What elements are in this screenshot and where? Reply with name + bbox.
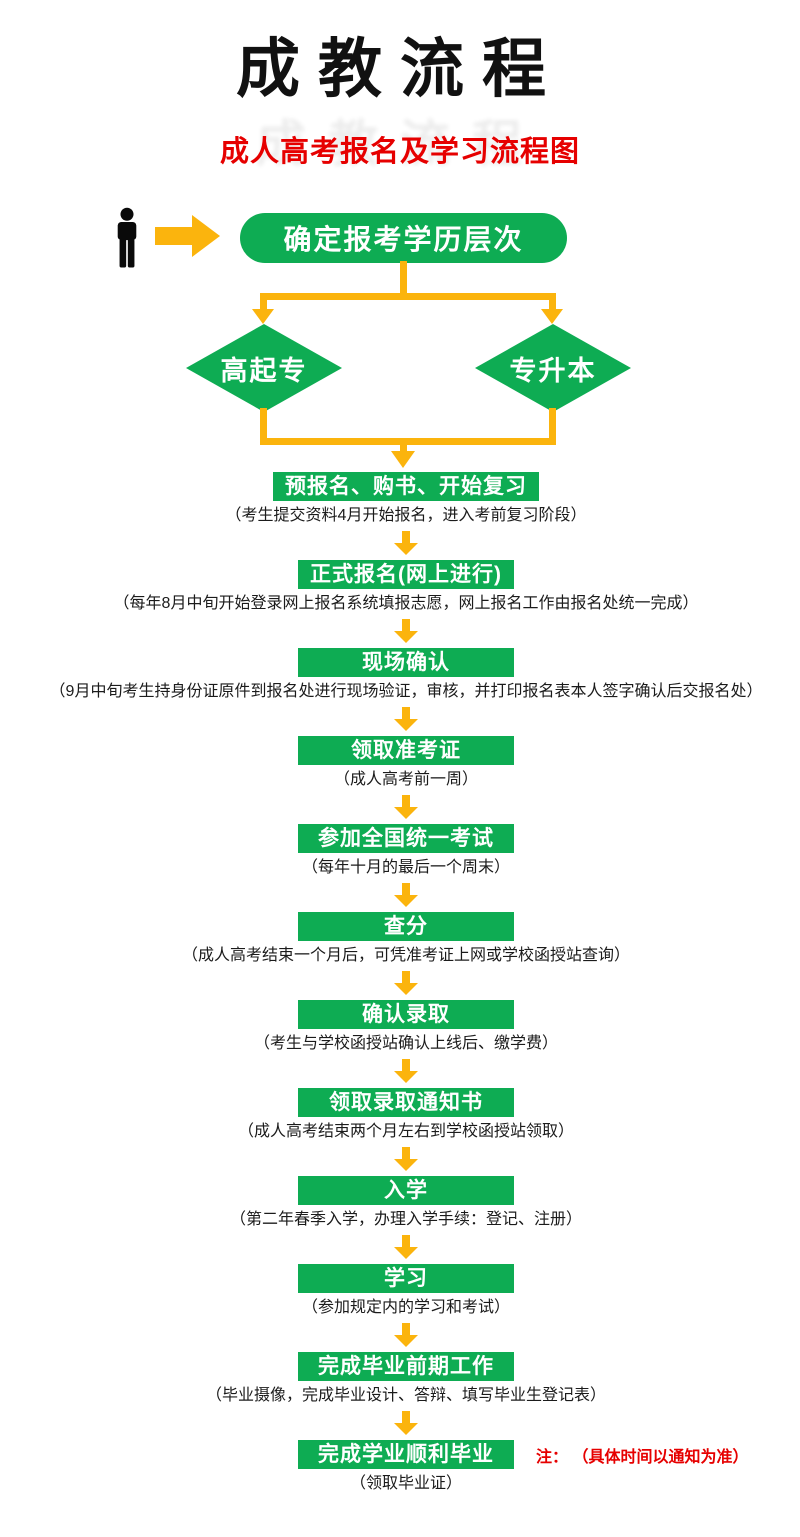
down-arrow-icon bbox=[252, 309, 274, 324]
step-box: 正式报名(网上进行) bbox=[298, 560, 514, 589]
step-caption: （考生提交资料4月开始报名，进入考前复习阶段） bbox=[225, 507, 587, 524]
step-box: 查分 bbox=[297, 912, 514, 941]
flow-step: 正式报名(网上进行) （每年8月中旬开始登录网上报名系统填报志愿，网上报名工作由报… bbox=[113, 560, 699, 648]
step-row: 查分 bbox=[297, 912, 514, 941]
flow-step: 现场确认 （9月中旬考生持身份证原件到报名处进行现场验证，审核，并打印报名表本人签… bbox=[49, 648, 763, 736]
down-arrow-icon bbox=[393, 707, 419, 731]
step-box: 领取准考证 bbox=[298, 736, 514, 765]
step-row: 确认录取 bbox=[297, 1000, 514, 1029]
connector-line bbox=[260, 293, 556, 300]
step-box: 学习 bbox=[298, 1264, 514, 1293]
flow-step: 确认录取 （考生与学校函授站确认上线后、缴学费） bbox=[254, 1000, 558, 1088]
connector-line bbox=[549, 293, 556, 310]
down-arrow-icon bbox=[391, 451, 415, 468]
step-box: 完成学业顺利毕业 bbox=[298, 1440, 514, 1469]
down-arrow-icon bbox=[393, 1147, 419, 1171]
connector-line bbox=[260, 408, 267, 442]
step-caption: （每年十月的最后一个周末） bbox=[301, 859, 510, 876]
step-caption: （9月中旬考生持身份证原件到报名处进行现场验证，审核，并打印报名表本人签字确认后… bbox=[49, 683, 763, 700]
page-subtitle: 成人高考报名及学习流程图 bbox=[219, 136, 580, 168]
step-caption: （毕业摄像，完成毕业设计、答辩、填写毕业生登记表） bbox=[205, 1387, 606, 1404]
step-row: 正式报名(网上进行) bbox=[298, 560, 514, 589]
down-arrow-icon bbox=[393, 971, 419, 995]
branch-diamond-right: 专升本 bbox=[475, 324, 631, 412]
page-title: 成教流程 bbox=[236, 32, 564, 107]
step-row: 参加全国统一考试 bbox=[298, 824, 514, 853]
down-arrow-icon bbox=[393, 795, 419, 819]
person-icon bbox=[112, 207, 142, 269]
flow-step: 领取录取通知书 （成人高考结束两个月左右到学校函授站领取） bbox=[238, 1088, 574, 1176]
step-row: 学习 bbox=[298, 1264, 514, 1293]
title-ghost: 成教流程 bbox=[256, 114, 544, 173]
down-arrow-icon bbox=[393, 1059, 419, 1083]
down-arrow-icon bbox=[393, 531, 419, 555]
step-box: 现场确认 bbox=[298, 648, 514, 677]
down-arrow-icon bbox=[393, 619, 419, 643]
note-text: 注： （具体时间以通知为准） bbox=[536, 1448, 749, 1466]
down-arrow-icon bbox=[393, 1411, 419, 1435]
right-arrow-icon bbox=[155, 214, 221, 258]
step-row: 入学 bbox=[297, 1176, 514, 1205]
step-caption: （每年8月中旬开始登录网上报名系统填报志愿，网上报名工作由报名处统一完成） bbox=[113, 595, 699, 612]
step-box: 确认录取 bbox=[297, 1000, 514, 1029]
step-row: 预报名、购书、开始复习 bbox=[273, 472, 539, 501]
flow-step: 完成毕业前期工作 （毕业摄像，完成毕业设计、答辩、填写毕业生登记表） bbox=[206, 1352, 606, 1440]
flow-step: 领取准考证 （成人高考前一周） bbox=[298, 736, 514, 824]
start-node: 确定报考学历层次 bbox=[240, 213, 567, 263]
step-box: 领取录取通知书 bbox=[297, 1088, 514, 1117]
connector-line bbox=[400, 261, 407, 297]
connector-line bbox=[549, 408, 556, 442]
connector-line bbox=[260, 293, 267, 310]
steps-column: 预报名、购书、开始复习 （考生提交资料4月开始报名，进入考前复习阶段） 正式报名(网… bbox=[6, 472, 800, 1494]
connector-line bbox=[260, 438, 556, 445]
step-caption: （成人高考结束一个月后，可凭准考证上网或学校函授站查询） bbox=[181, 947, 630, 964]
flow-step: 参加全国统一考试 （每年十月的最后一个周末） bbox=[298, 824, 514, 912]
down-arrow-icon bbox=[393, 1323, 419, 1347]
flow-step: 入学 （第二年春季入学，办理入学手续：登记、注册） bbox=[230, 1176, 582, 1264]
step-box: 预报名、购书、开始复习 bbox=[273, 472, 539, 501]
flow-step: 学习 （参加规定内的学习和考试） bbox=[298, 1264, 514, 1352]
step-row: 完成毕业前期工作 bbox=[297, 1352, 514, 1381]
step-caption: （第二年春季入学，办理入学手续：登记、注册） bbox=[229, 1211, 582, 1228]
step-row: 完成学业顺利毕业 注： （具体时间以通知为准） bbox=[298, 1440, 748, 1469]
step-box: 参加全国统一考试 bbox=[298, 824, 514, 853]
down-arrow-icon bbox=[541, 309, 563, 324]
step-caption: （参加规定内的学习和考试） bbox=[301, 1299, 510, 1316]
flow-step: 查分 （成人高考结束一个月后，可凭准考证上网或学校函授站查询） bbox=[182, 912, 630, 1000]
flow-step: 完成学业顺利毕业 注： （具体时间以通知为准） （领取毕业证） bbox=[298, 1440, 748, 1494]
step-row: 领取准考证 bbox=[298, 736, 514, 765]
step-row: 领取录取通知书 bbox=[297, 1088, 514, 1117]
step-caption: （成人高考结束两个月左右到学校函授站领取） bbox=[237, 1123, 574, 1140]
step-caption: （领取毕业证） bbox=[349, 1475, 462, 1492]
down-arrow-icon bbox=[393, 883, 419, 907]
flow-step: 预报名、购书、开始复习 （考生提交资料4月开始报名，进入考前复习阶段） bbox=[225, 472, 587, 560]
branch-diamond-left: 高起专 bbox=[186, 324, 342, 412]
connector-line bbox=[400, 445, 407, 452]
step-box: 完成毕业前期工作 bbox=[297, 1352, 514, 1381]
step-caption: （考生与学校函授站确认上线后、缴学费） bbox=[253, 1035, 558, 1052]
step-caption: （成人高考前一周） bbox=[333, 771, 478, 788]
step-box: 入学 bbox=[297, 1176, 514, 1205]
step-row: 现场确认 bbox=[298, 648, 514, 677]
down-arrow-icon bbox=[393, 1235, 419, 1259]
